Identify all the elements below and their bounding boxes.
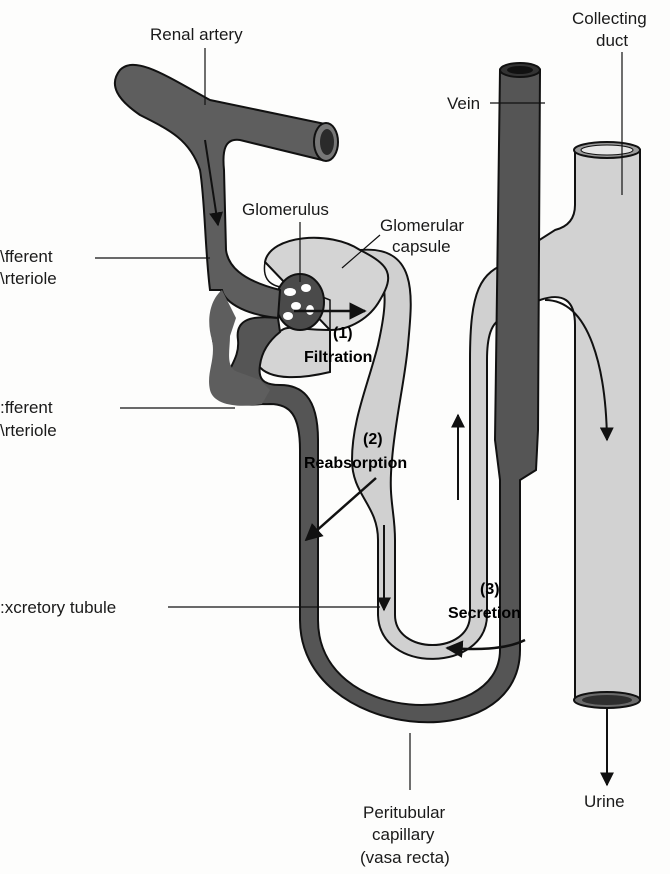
process-reabsorption: Reabsorption xyxy=(304,455,407,472)
label-efferent-line2: \rteriole xyxy=(0,421,57,440)
label-vein: Vein xyxy=(447,94,480,113)
process-secretion: Secretion xyxy=(448,605,521,622)
label-glomerular-capsule-line2: capsule xyxy=(392,237,451,256)
label-afferent-line2: \rteriole xyxy=(0,269,57,288)
label-urine: Urine xyxy=(584,792,625,811)
process-filtration-number: (1) xyxy=(333,325,353,342)
label-afferent-line1: \fferent xyxy=(0,247,53,266)
label-peritubular-line2: capillary xyxy=(372,825,435,844)
label-glomerulus: Glomerulus xyxy=(242,200,329,219)
label-collecting-duct-line2: duct xyxy=(596,31,628,50)
process-secretion-number: (3) xyxy=(480,581,500,598)
label-efferent-line1: :fferent xyxy=(0,398,53,417)
label-renal-artery: Renal artery xyxy=(150,25,243,44)
process-reabsorption-number: (2) xyxy=(363,431,383,448)
process-filtration: Filtration xyxy=(304,349,372,366)
label-collecting-duct-line1: Collecting xyxy=(572,9,647,28)
label-peritubular-line3: (vasa recta) xyxy=(360,848,450,867)
label-glomerular-capsule-line1: Glomerular xyxy=(380,216,464,235)
glomerulus xyxy=(276,274,324,330)
label-excretory-tubule: :xcretory tubule xyxy=(0,598,116,617)
label-peritubular-line1: Peritubular xyxy=(363,803,446,822)
